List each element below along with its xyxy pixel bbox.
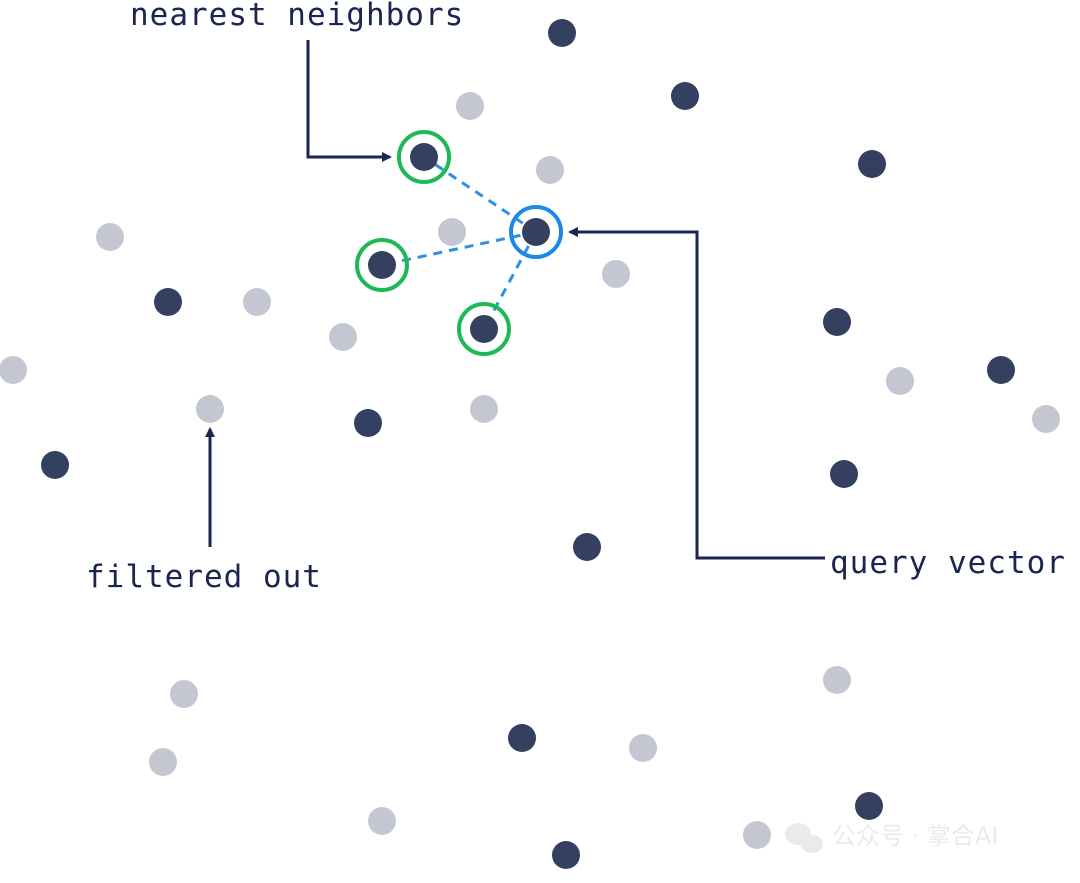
filtered-point [536, 156, 564, 184]
filtered-point [470, 395, 498, 423]
nearest-neighbor-2 [355, 238, 409, 292]
query-vector-arrow [568, 227, 825, 560]
neighbor-ring [355, 238, 409, 292]
labels: nearest neighbors query vector filtered … [86, 0, 1066, 595]
query-vector-label: query vector [830, 545, 1066, 581]
wechat-icon [785, 823, 823, 853]
active-point [548, 19, 576, 47]
watermark-text: 公众号 · 掌合AI [832, 822, 998, 850]
active-point [354, 409, 382, 437]
active-point [830, 460, 858, 488]
filtered-point [368, 807, 396, 835]
filtered-point [170, 680, 198, 708]
active-point [671, 82, 699, 110]
filtered-point [96, 223, 124, 251]
query-vector [509, 205, 563, 259]
neighbor-ring [397, 130, 451, 184]
filtered-point [0, 356, 27, 384]
active-point [552, 841, 580, 869]
nearest-neighbor-1 [397, 130, 451, 184]
active-point [823, 308, 851, 336]
neighbor-point [410, 143, 438, 171]
filtered-point-highlighted [196, 395, 224, 423]
filtered-point [629, 734, 657, 762]
neighbor-ring [457, 302, 511, 356]
query-point [522, 218, 550, 246]
arrows [205, 40, 825, 560]
filtered-point [823, 666, 851, 694]
filtered-point [243, 288, 271, 316]
filtered-point [602, 260, 630, 288]
filtered-point [329, 323, 357, 351]
filtered-points [0, 92, 1060, 849]
active-point [987, 356, 1015, 384]
nearest-neighbor-3 [457, 302, 511, 356]
link-to-neighbor-1 [423, 155, 537, 234]
nearest-neighbors [355, 130, 511, 356]
active-point [855, 792, 883, 820]
active-point [154, 288, 182, 316]
filtered-point [149, 748, 177, 776]
filtered-out-label: filtered out [86, 559, 322, 595]
nearest-neighbors-arrow [306, 40, 392, 162]
active-point [508, 724, 536, 752]
active-point [41, 451, 69, 479]
query-ring [509, 205, 563, 259]
active-points [41, 19, 1015, 869]
neighbor-point [470, 315, 498, 343]
filtered-point [438, 218, 466, 246]
filtered-point [743, 821, 771, 849]
watermark: 公众号 · 掌合AI [785, 822, 998, 853]
nearest-neighbors-label: nearest neighbors [130, 0, 464, 33]
neighbor-point [368, 251, 396, 279]
link-to-neighbor-3 [482, 231, 538, 330]
filtered-point [456, 92, 484, 120]
active-point [858, 150, 886, 178]
filtered-point [1032, 405, 1060, 433]
filtered-point [886, 367, 914, 395]
active-point [573, 533, 601, 561]
